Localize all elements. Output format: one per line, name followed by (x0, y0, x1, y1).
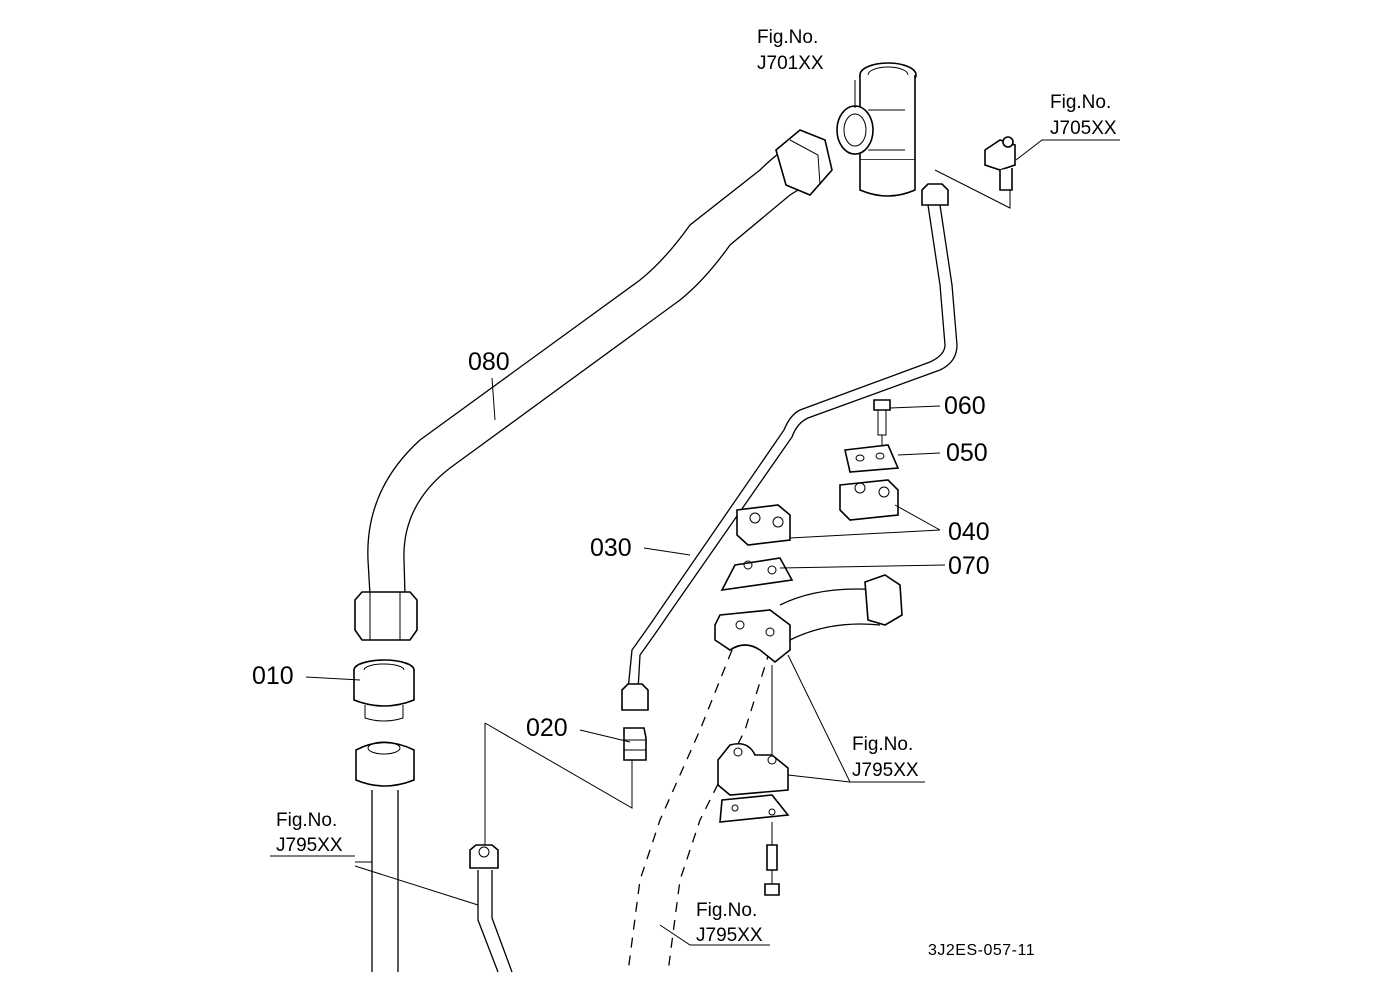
fig-ref-j795-left[interactable]: Fig.No. J795XX (276, 810, 343, 856)
fig-ref-j795-right[interactable]: Fig.No. J795XX (852, 734, 919, 781)
part-label-020: 020 (526, 714, 568, 742)
part-label-060: 060 (944, 392, 986, 420)
fig-ref-number: J795XX (696, 925, 763, 946)
tube-030 (621, 183, 958, 711)
drawing-id: 3J2ES-057-11 (928, 942, 1035, 959)
lower-small-tube (469, 844, 513, 973)
fig-ref-title: Fig.No. (852, 734, 913, 755)
tee-fitting (836, 62, 917, 197)
part-label-080: 080 (468, 348, 510, 376)
fig-ref-j701[interactable]: Fig.No. J701XX (757, 27, 824, 74)
part-label-040: 040 (948, 518, 990, 546)
part-label-070: 070 (948, 552, 990, 580)
fitting-j705 (984, 136, 1016, 191)
pipe-080 (354, 129, 833, 641)
leader-lines (270, 80, 1120, 946)
part-label-050: 050 (946, 439, 988, 467)
fig-ref-title: Fig.No. (1050, 92, 1111, 113)
lower-pipe (355, 741, 415, 972)
fig-ref-number: J701XX (757, 53, 824, 74)
clamp-assembly (714, 399, 900, 896)
part-label-010: 010 (252, 662, 294, 690)
right-lower-pipe (627, 574, 903, 973)
fig-ref-number: J705XX (1050, 118, 1117, 139)
fitting-020 (623, 727, 647, 761)
fig-ref-title: Fig.No. (696, 900, 757, 921)
fig-ref-title: Fig.No. (757, 27, 818, 48)
part-label-030: 030 (590, 534, 632, 562)
adapter-010 (353, 659, 415, 722)
fig-ref-number: J795XX (276, 835, 343, 856)
fig-ref-title: Fig.No. (276, 810, 337, 831)
fig-ref-number: J795XX (852, 760, 919, 781)
fig-ref-j795-bottom[interactable]: Fig.No. J795XX (696, 900, 763, 946)
fig-ref-j705[interactable]: Fig.No. J705XX (1050, 92, 1117, 139)
